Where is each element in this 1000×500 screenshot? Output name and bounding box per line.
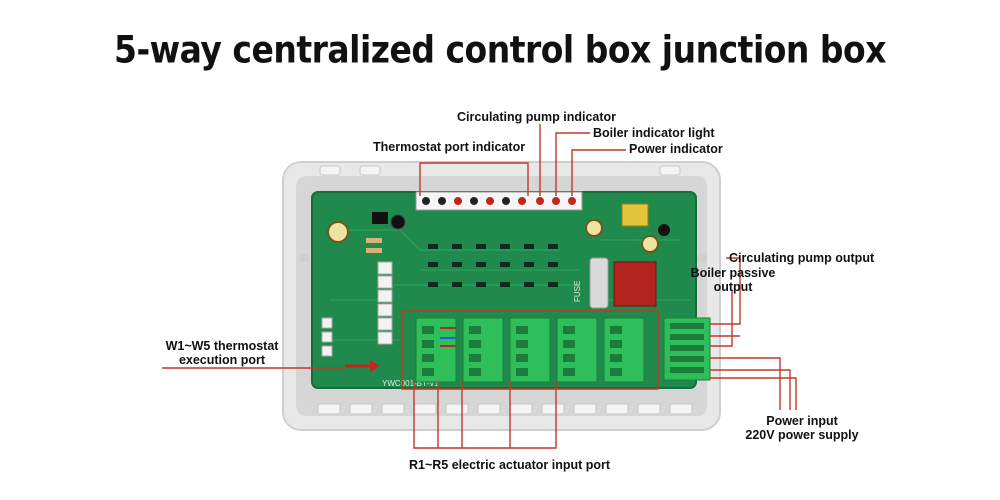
label-circulating-pump-indicator: Circulating pump indicator [457, 110, 617, 124]
label-power-input: Power input 220V power supply [737, 414, 867, 442]
board-model-text: YWC001-BT-V1 [382, 379, 439, 388]
boiler-passive-output-line1: Boiler passive [690, 266, 776, 280]
thermostat-execution-port-line2: execution port [178, 353, 266, 367]
power-led [568, 197, 576, 205]
actuator-terminal-blocks [415, 317, 645, 383]
output-terminal-block [663, 317, 711, 381]
label-thermostat-port-indicator: Thermostat port indicator [373, 140, 526, 154]
w-port-arrow-icon [370, 360, 380, 372]
boiler-led [552, 197, 560, 205]
power-input-line2: 220V power supply [745, 428, 859, 442]
label-boiler-indicator-light: Boiler indicator light [593, 126, 715, 140]
pcb-board: FUSE YWC001-BT-V1 [311, 191, 697, 389]
label-circulating-pump-output: Circulating pump output [729, 251, 875, 265]
callout-lines [162, 124, 797, 449]
power-input-line1: Power input [766, 414, 838, 428]
label-actuator-input-port: R1~R5 electric actuator input port [409, 458, 611, 472]
led-indicator-strip [415, 191, 583, 211]
fuse-label: FUSE [573, 281, 582, 302]
circulating-pump-led [536, 197, 544, 205]
label-boiler-passive-output: Boiler passive output [688, 266, 778, 294]
thermostat-execution-port-line1: W1~W5 thermostat [165, 339, 279, 353]
label-power-indicator: Power indicator [629, 142, 723, 156]
page-title: 5-way centralized control box junction b… [114, 27, 886, 72]
thermostat-port-leds [422, 197, 526, 205]
terminal-area-outline [401, 310, 659, 390]
boiler-passive-output-line2: output [713, 280, 753, 294]
label-thermostat-execution-port: W1~W5 thermostat execution port [152, 339, 292, 367]
